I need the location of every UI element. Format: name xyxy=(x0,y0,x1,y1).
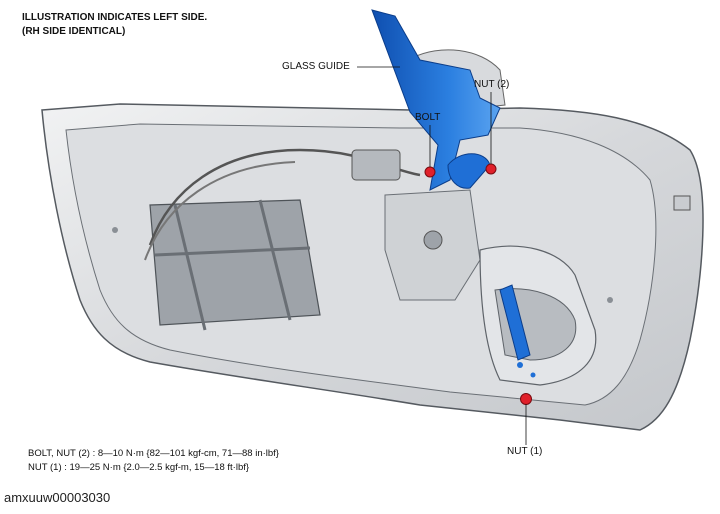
service-hole xyxy=(423,230,443,250)
spec-line-2: NUT (1) : 19—25 N·m {2.0—2.5 kgf-m, 15—1… xyxy=(28,462,250,473)
glass-guide-lower[interactable] xyxy=(499,284,531,361)
nut2-fastener[interactable] xyxy=(485,163,497,175)
clip xyxy=(530,372,536,378)
bolt-fastener[interactable] xyxy=(424,166,436,178)
label-bolt: BOLT xyxy=(415,112,441,123)
spec-line-1: BOLT, NUT (2) : 8—10 N·m {82—101 kgf-cm,… xyxy=(28,448,279,459)
glass-guide-tab[interactable] xyxy=(447,153,491,189)
clip xyxy=(112,227,118,233)
clip xyxy=(517,362,523,368)
hinge xyxy=(673,195,691,211)
label-nut1: NUT (1) xyxy=(507,446,543,457)
header-line-2: (RH SIDE IDENTICAL) xyxy=(22,26,126,37)
header: ILLUSTRATION INDICATES LEFT SIDE. (RH SI… xyxy=(22,11,207,39)
glass-guide-upper[interactable] xyxy=(371,9,501,191)
figure-code: amxuuw00003030 xyxy=(4,490,111,505)
cable-2 xyxy=(144,161,296,261)
latch-bracket xyxy=(351,149,401,181)
nut1-fastener[interactable] xyxy=(520,393,532,405)
regulator-opening xyxy=(149,199,321,326)
label-nut2: NUT (2) xyxy=(474,79,510,90)
label-glass-guide: GLASS GUIDE xyxy=(282,61,350,72)
header-line-1: ILLUSTRATION INDICATES LEFT SIDE. xyxy=(22,12,208,23)
regulator-frame xyxy=(154,199,311,331)
clip xyxy=(607,297,613,303)
